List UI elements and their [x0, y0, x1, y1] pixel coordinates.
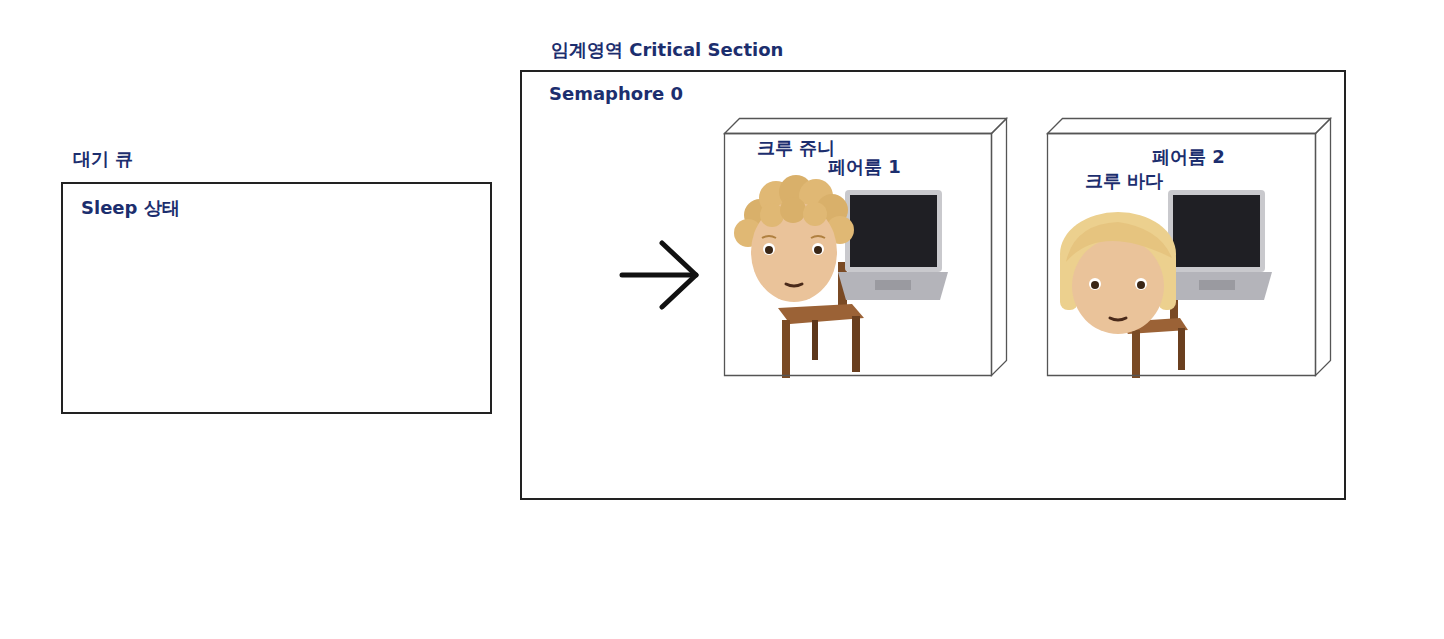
crew-name: 크루 쥬니 — [757, 137, 835, 159]
crew-name: 크루 바다 — [1085, 170, 1163, 192]
box-face — [1048, 119, 1331, 134]
crew-avatar — [734, 175, 854, 302]
box-heading: 임계영역 Critical Section — [551, 39, 783, 61]
room-name: 페어룸 1 — [828, 156, 901, 178]
pair-room-box: 크루 쥬니페어룸 1 — [724, 118, 1006, 375]
state-label: Sleep 상태 — [81, 197, 180, 219]
pointer-arrow — [622, 243, 696, 307]
room-name: 페어룸 2 — [1152, 146, 1225, 168]
semaphore-label: Semaphore 0 — [549, 83, 683, 105]
box-face — [725, 119, 1007, 134]
laptop — [838, 190, 948, 300]
box-face — [725, 134, 992, 376]
laptop — [1162, 190, 1272, 300]
pair-room-box: 페어룸 2크루 바다 — [1047, 118, 1330, 375]
wait-queue-box: 대기 큐Sleep 상태 — [61, 182, 492, 414]
box-face — [1048, 134, 1316, 376]
critical-section-box: 임계영역 Critical SectionSemaphore 0크루 쥬니페어룸… — [520, 70, 1346, 500]
box-heading: 대기 큐 — [73, 148, 133, 170]
box-face — [992, 119, 1007, 376]
crew-avatar — [1060, 212, 1176, 334]
box-face — [1316, 119, 1331, 376]
